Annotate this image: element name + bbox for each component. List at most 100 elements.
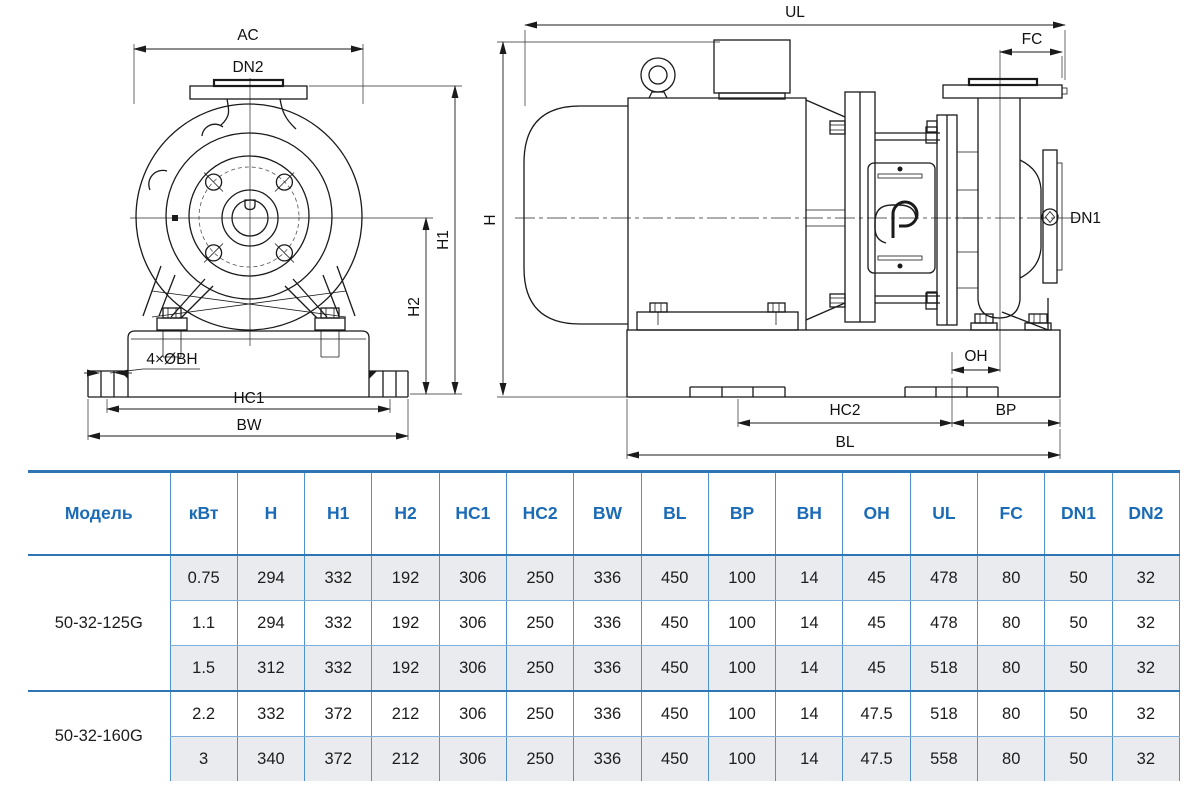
dim-label-hc2: HC2 (829, 402, 860, 419)
lifting-eye (640, 57, 676, 99)
dim-label-ac: AC (237, 27, 259, 44)
col-header-dn2: DN2 (1111, 470, 1181, 556)
dim-label-bl: BL (836, 434, 855, 451)
table-cell: 450 (640, 555, 709, 601)
table-cell: 332 (304, 600, 372, 646)
table-cell: 47.5 (842, 736, 911, 781)
table-cell: 306 (438, 690, 507, 737)
dim-label-h2: H2 (406, 297, 423, 317)
table-cell: 372 (304, 690, 372, 737)
col-header-hc2: HC2 (505, 470, 574, 556)
table-cell: 192 (371, 645, 440, 692)
pump-casing (977, 98, 1049, 331)
table-cell: 14 (775, 690, 843, 737)
table-row: 50-32-160G 2.2 332 372 212 306 250 336 4… (28, 690, 1181, 781)
bracket-flange (829, 91, 876, 323)
table-cell: 332 (304, 555, 372, 601)
col-header-bp: BP (707, 470, 776, 556)
table-cell: 50 (1044, 736, 1113, 781)
pump-drawings: AC DN2 4×ØBH HC1 BW H1 H2 (84, 4, 1101, 459)
table-cell: 100 (707, 600, 776, 646)
table-cell: 250 (505, 555, 574, 601)
table-cell: 212 (371, 736, 440, 781)
table-cell: 32 (1111, 690, 1181, 737)
table-cell: 3 (169, 736, 238, 781)
table-cell: 50 (1044, 690, 1113, 737)
table-cell: 45 (842, 600, 911, 646)
dim-label-h: H (482, 214, 499, 225)
table-cell: 294 (236, 600, 305, 646)
table-cell: 306 (438, 555, 507, 601)
front-view-drawing: AC DN2 4×ØBH HC1 BW H1 H2 (84, 27, 462, 440)
table-cell: 45 (842, 645, 911, 692)
table-row: 1.5 312 332 192 306 250 336 450 100 14 4… (28, 645, 1181, 692)
dim-label-bp: BP (996, 402, 1017, 419)
dimensions-table: Модель кВт H H1 H2 HC1 HC2 BW BL BP BH O… (28, 470, 1181, 781)
table-cell: 306 (438, 736, 507, 781)
table-cell: 2.2 (169, 690, 238, 737)
table-cell: 250 (505, 690, 574, 737)
col-header-h: H (236, 470, 305, 556)
motor (523, 97, 807, 331)
table-cell: 47.5 (842, 690, 911, 737)
col-header-bl: BL (640, 470, 709, 556)
table-cell: 212 (371, 690, 440, 737)
table-cell: 1.5 (169, 645, 238, 692)
table-cell: 100 (707, 645, 776, 692)
brand-logo-icon (874, 200, 919, 244)
table-cell: 80 (977, 736, 1045, 781)
table-cell: 80 (977, 555, 1045, 601)
suction-flange (1041, 149, 1063, 284)
table-cell: 32 (1111, 555, 1181, 601)
col-header-fc: FC (977, 470, 1045, 556)
pump-base-side (626, 329, 1061, 398)
table-row: 50-32-125G 0.75 294 332 192 306 250 336 … (28, 555, 1181, 632)
table-cell: 306 (438, 600, 507, 646)
col-header-hc1: HC1 (438, 470, 507, 556)
table-cell: 250 (505, 600, 574, 646)
table-cell: 294 (236, 555, 305, 601)
table-cell: 80 (977, 645, 1045, 692)
dim-label-h1: H1 (435, 230, 452, 250)
table-cell: 14 (775, 736, 843, 781)
col-header-bh: BH (775, 470, 843, 556)
table-cell: 100 (707, 736, 776, 781)
col-header-model: Модель (28, 470, 170, 556)
table-cell: 336 (573, 645, 642, 692)
table-cell: 80 (977, 600, 1045, 646)
table-cell: 332 (304, 645, 372, 692)
dim-label-bolt-holes: 4×ØBH (146, 351, 197, 368)
table-cell: 80 (977, 690, 1045, 737)
col-header-oh: OH (842, 470, 911, 556)
dimensions-table-wrap: Модель кВт H H1 H2 HC1 HC2 BW BL BP BH O… (28, 470, 1181, 781)
table-cell: 50 (1044, 600, 1113, 646)
model-cell: 50-32-125G (54, 613, 143, 632)
col-header-h1: H1 (304, 470, 372, 556)
table-cell: 50 (1044, 555, 1113, 601)
foot-bolt-right (314, 307, 346, 358)
table-cell: 32 (1111, 600, 1181, 646)
table-cell: 32 (1111, 645, 1181, 692)
col-header-bw: BW (573, 470, 642, 556)
table-row: 1.1 294 332 192 306 250 336 450 100 14 4… (28, 600, 1181, 646)
table-cell: 332 (236, 690, 305, 737)
table-cell: 306 (438, 645, 507, 692)
terminal-box (713, 39, 791, 100)
pump-base-front (87, 330, 409, 398)
table-cell: 558 (909, 736, 978, 781)
table-cell: 32 (1111, 736, 1181, 781)
table-cell: 336 (573, 736, 642, 781)
foot-bolt-left (156, 307, 188, 358)
table-cell: 14 (775, 555, 843, 601)
table-cell: 14 (775, 645, 843, 692)
table-cell: 372 (304, 736, 372, 781)
dim-label-ul: UL (785, 4, 805, 21)
dim-label-oh: OH (964, 348, 987, 365)
dim-label-fc: FC (1022, 31, 1043, 48)
table-cell: 1.1 (169, 600, 238, 646)
col-header-ul: UL (909, 470, 978, 556)
dim-label-bw: BW (237, 417, 262, 434)
table-cell: 336 (573, 690, 642, 737)
table-cell: 450 (640, 600, 709, 646)
